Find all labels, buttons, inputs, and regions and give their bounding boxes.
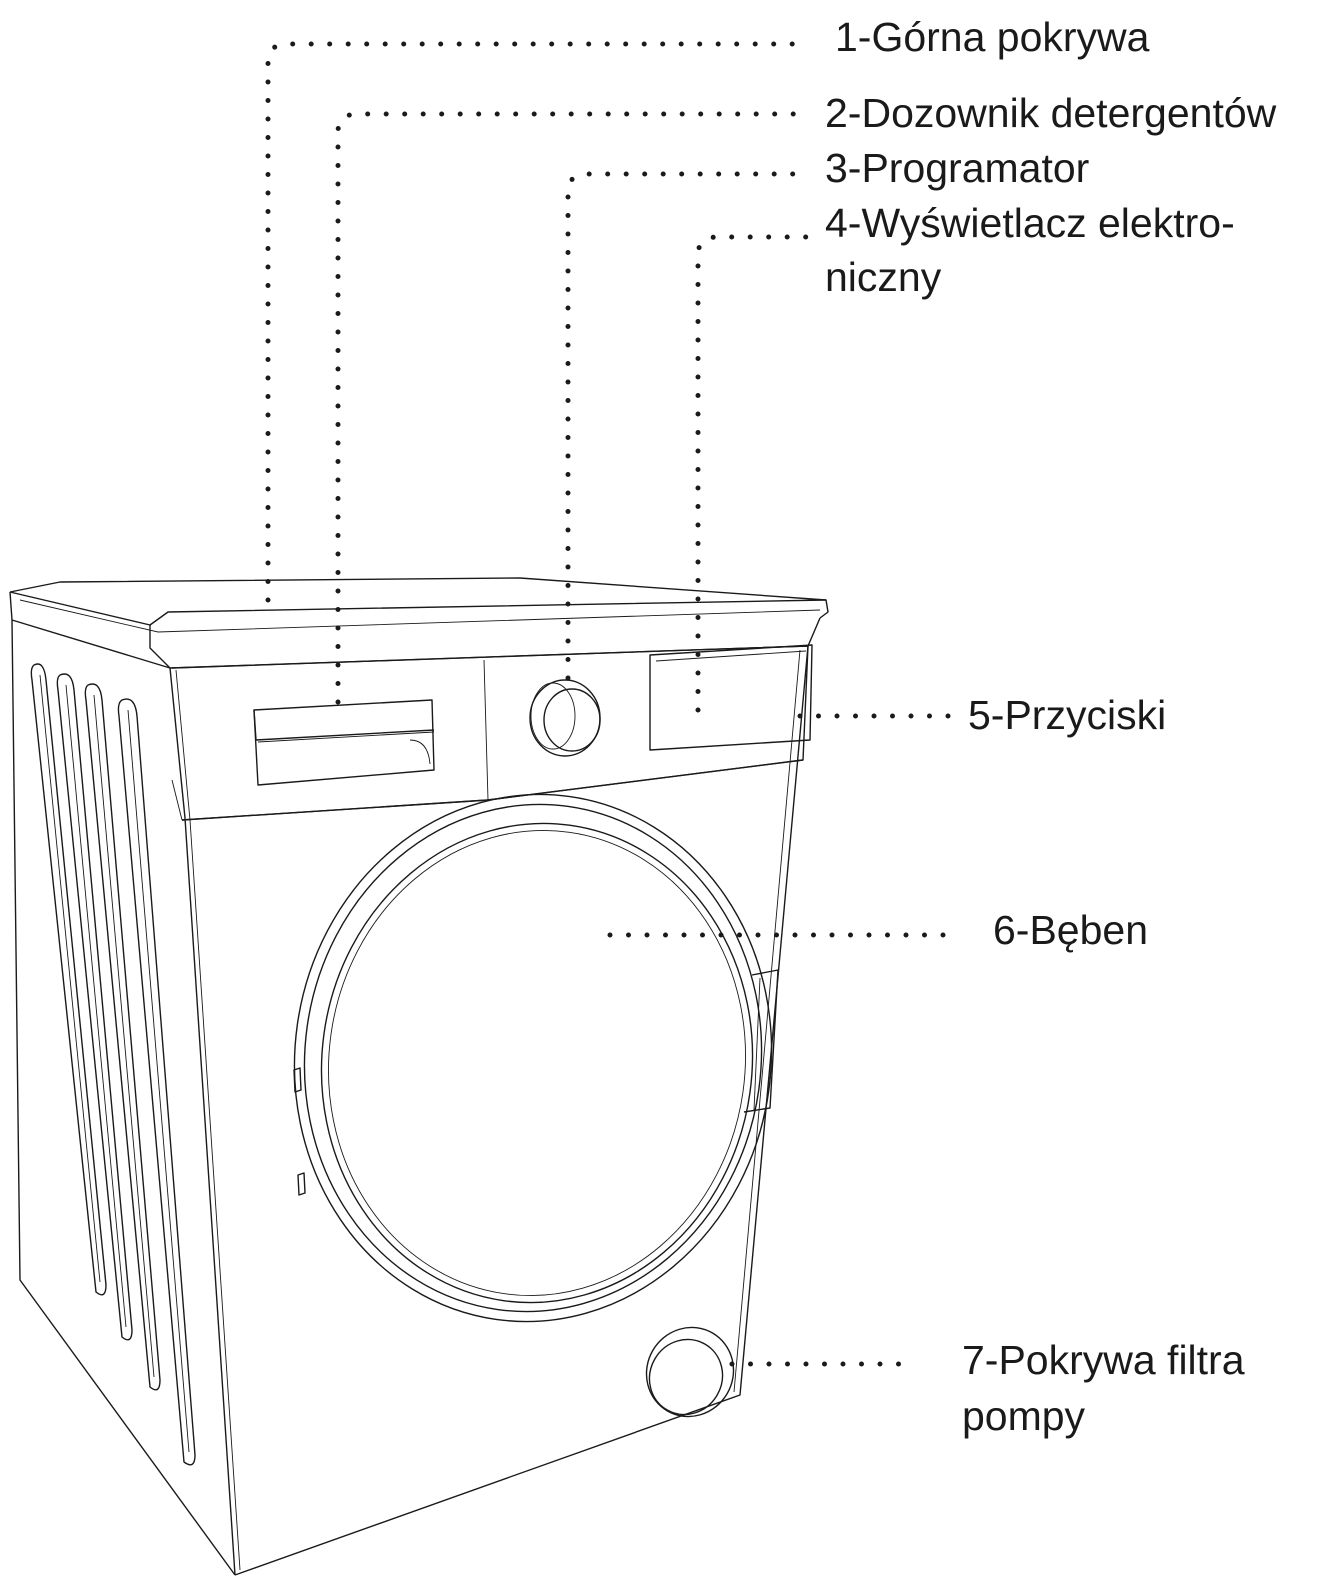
label-programmer: 3-Programator [825, 143, 1089, 193]
control-panel [171, 645, 809, 821]
top-lid [9, 577, 829, 669]
leader-line-2 [335, 111, 811, 705]
label-top-lid: 1-Górna pokrywa [835, 12, 1149, 62]
label-buttons: 5-Przyciski [968, 690, 1166, 740]
pump-filter-cover [645, 1326, 735, 1418]
label-pump-filter-cover-line-2: pompy [962, 1393, 1086, 1439]
door-drum [293, 793, 779, 1323]
display-panel [649, 644, 813, 751]
label-drum-text: 6-Bęben [993, 907, 1149, 953]
label-detergent-dispenser-text: 2-Dozownik detergentów [825, 90, 1277, 136]
label-buttons-text: 5-Przyciski [968, 692, 1167, 738]
leader-line-4 [695, 234, 811, 713]
label-electronic-display-line-2: niczny [825, 254, 942, 300]
label-programmer-text: 3-Programator [825, 145, 1090, 191]
label-drum: 6-Bęben [993, 905, 1148, 955]
side-panel-grooves [30, 663, 196, 1466]
label-top-lid-text: 1-Górna pokrywa [835, 14, 1150, 60]
label-detergent-dispenser: 2-Dozownik detergentów [825, 88, 1276, 138]
label-pump-filter-cover-line-1: 7-Pokrywa filtra [962, 1337, 1245, 1383]
leader-line-3 [565, 171, 811, 681]
program-knob [529, 679, 601, 757]
machine-body [11, 619, 809, 1576]
label-electronic-display-line-1: 4-Wyświetlacz elektro- [825, 200, 1235, 246]
label-electronic-display: 4-Wyświetlacz elektro- niczny [825, 198, 1235, 302]
leader-line-1 [265, 41, 811, 603]
label-pump-filter-cover: 7-Pokrywa filtra pompy [962, 1335, 1245, 1441]
leader-lines [265, 41, 965, 1367]
detergent-dispenser [253, 699, 435, 786]
washing-machine-illustration [9, 577, 829, 1576]
